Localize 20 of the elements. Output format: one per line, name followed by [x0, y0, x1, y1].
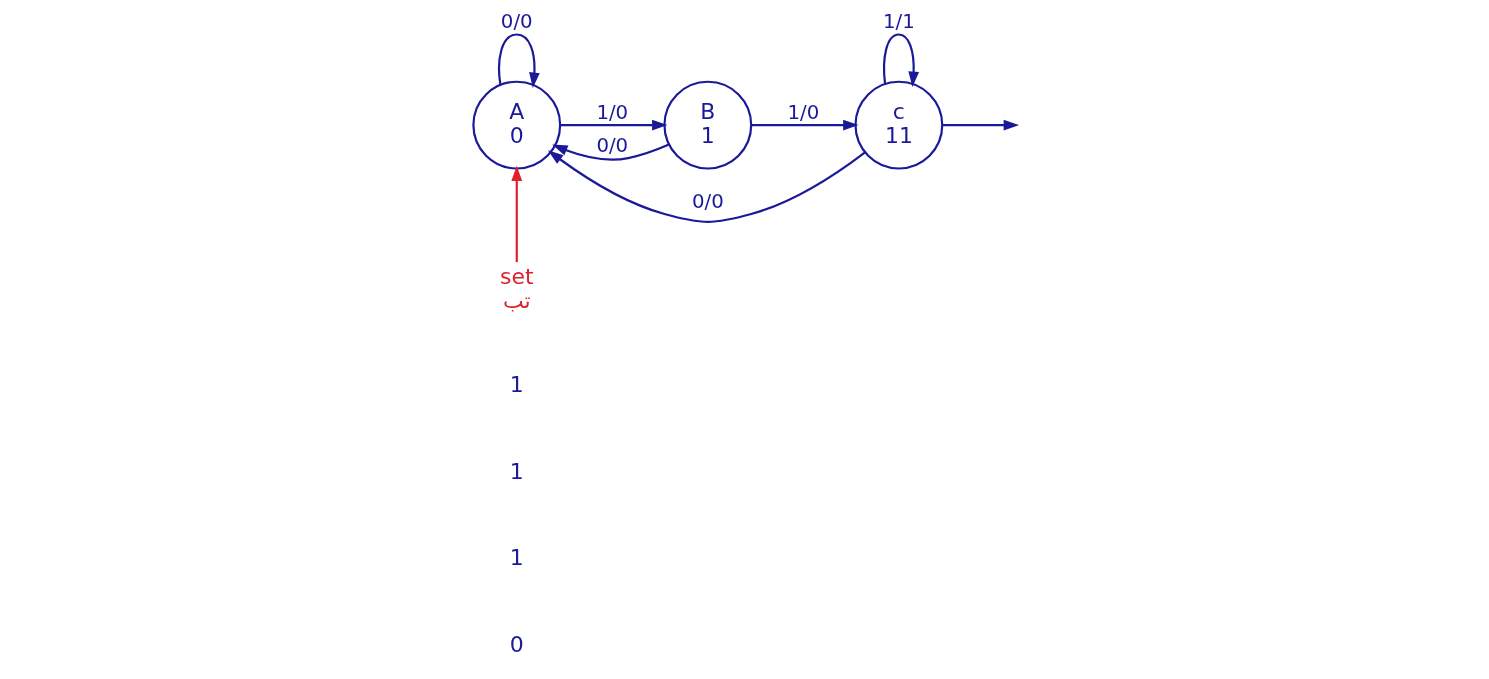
node-circle: c 11 [853, 80, 943, 170]
edge-label: 1/0 [595, 100, 628, 124]
arrow [941, 119, 1019, 131]
arrow [750, 119, 859, 131]
arrow [547, 150, 866, 223]
label: 1 [509, 371, 524, 397]
arrow [882, 33, 919, 87]
label: 1 [509, 545, 524, 571]
label: 0 [509, 632, 524, 658]
edge-label: 0/0 [691, 189, 724, 213]
edge-label: 0/0 [500, 10, 533, 34]
arrow [497, 33, 540, 88]
arrow [559, 119, 667, 131]
arrow [551, 143, 669, 161]
node-circle: B 1 [662, 80, 752, 170]
arrow [510, 165, 522, 263]
edge-label: 1/1 [882, 10, 915, 34]
edge-label: 1/0 [786, 100, 819, 124]
edge-label: 0/0 [595, 133, 628, 157]
label: 1 [509, 458, 524, 484]
